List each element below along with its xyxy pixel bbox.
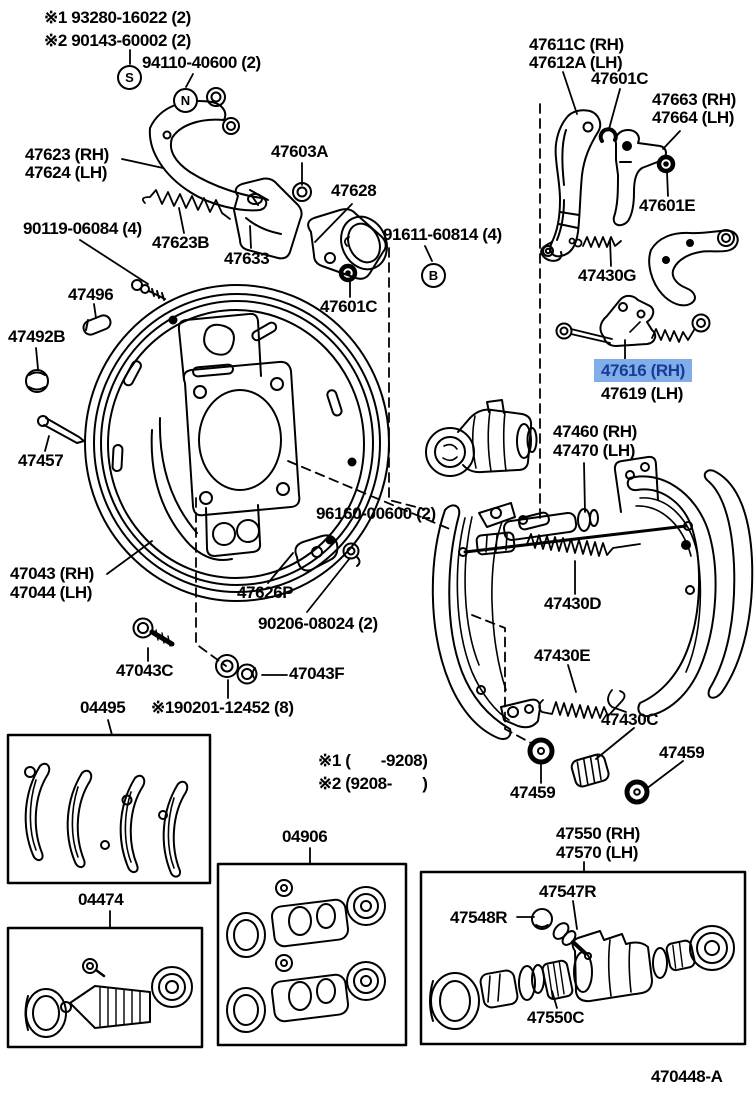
cap-47548R-drawing xyxy=(532,909,552,929)
part-47430C: 47430C xyxy=(601,710,659,729)
bolt-47601E-drawing xyxy=(659,157,673,171)
part-47550C: 47550C xyxy=(527,1008,585,1027)
part-94110-40600: 94110-40600 (2) xyxy=(142,53,261,72)
bolt-47043C-drawing xyxy=(134,619,173,647)
brake-lining-right-drawing xyxy=(705,470,753,697)
bracket-47626P-drawing xyxy=(295,535,359,570)
kit-04474-contents-drawing xyxy=(26,959,193,1037)
latch-47633-drawing xyxy=(234,179,302,259)
part-47601E: 47601E xyxy=(639,196,696,215)
part-47624: 47624 (LH) xyxy=(25,163,107,182)
lever-47611C-drawing xyxy=(541,110,600,261)
spring-47430D-drawing xyxy=(527,534,640,556)
note-bottom-2: ※2 (9208- ) xyxy=(318,774,428,793)
part-47043F: 47043F xyxy=(289,664,345,683)
figure-code: 470448-A xyxy=(651,1067,723,1086)
note-bottom-1: ※1 ( -9208) xyxy=(318,751,428,770)
part-47611C: 47611C (RH) xyxy=(529,35,624,54)
part-47459-right: 47459 xyxy=(659,743,705,762)
part-47457: 47457 xyxy=(18,451,64,470)
note-190201: ※190201-12452 (8) xyxy=(151,698,294,717)
part-47623B: 47623B xyxy=(152,233,210,252)
part-47430G: 47430G xyxy=(578,266,637,285)
backing-plate-drawing xyxy=(85,285,389,601)
part-96160-00600: 96160-00600 (2) xyxy=(316,504,436,523)
part-47603A: 47603A xyxy=(271,142,329,161)
brake-shoe-right-drawing xyxy=(608,457,716,716)
spring-47623B-drawing xyxy=(143,190,230,219)
part-47430D: 47430D xyxy=(544,594,602,613)
part-47470: 47470 (LH) xyxy=(553,441,635,460)
symbol-N: N xyxy=(173,88,198,113)
part-47601C-mid: 47601C xyxy=(320,297,378,316)
part-47430E: 47430E xyxy=(534,646,591,665)
part-04474: 04474 xyxy=(78,890,124,909)
kit-04906-contents-drawing xyxy=(227,880,385,1032)
washer-190201-drawing xyxy=(216,655,238,677)
part-47044: 47044 (LH) xyxy=(10,583,92,602)
bleeder-47547R-drawing xyxy=(551,920,591,959)
note-top-2: ※2 90143-60002 (2) xyxy=(44,31,191,50)
part-47619: 47619 (LH) xyxy=(601,384,683,403)
part-47623: 47623 (RH) xyxy=(25,145,109,164)
adjuster-47460-drawing xyxy=(459,509,692,556)
note-top-1: ※1 93280-16022 (2) xyxy=(44,8,191,27)
part-47628: 47628 xyxy=(331,181,377,200)
part-47616: 47616 (RH) xyxy=(594,359,692,382)
spring-47430C-drawing xyxy=(570,753,610,788)
symbol-B: B xyxy=(421,263,446,288)
part-47459-left: 47459 xyxy=(510,783,556,802)
part-47664: 47664 (LH) xyxy=(652,108,734,127)
nut-47459-left-drawing xyxy=(530,740,552,762)
lever-47663-drawing xyxy=(614,130,666,225)
nut-47043F-drawing xyxy=(238,665,257,684)
kit-04495-shoes-drawing xyxy=(25,764,187,877)
part-47460: 47460 (RH) xyxy=(553,422,637,441)
nut-47601C-mid-drawing xyxy=(341,266,355,280)
part-47548R: 47548R xyxy=(450,908,508,927)
part-47043C: 47043C xyxy=(116,661,174,680)
ring-47603A-drawing xyxy=(293,183,311,201)
part-04906: 04906 xyxy=(282,827,328,846)
clip-47601C-top-drawing xyxy=(601,129,616,141)
kit-box-04495 xyxy=(8,735,210,883)
part-47547R: 47547R xyxy=(539,882,597,901)
part-47601C-top: 47601C xyxy=(591,69,649,88)
part-04495: 04495 xyxy=(80,698,126,717)
strut-47616-drawing xyxy=(557,296,710,346)
part-47496: 47496 xyxy=(68,285,114,304)
kit-47550-contents-drawing xyxy=(430,909,734,1029)
plug-47496-drawing xyxy=(81,313,112,336)
bolt-91611-target-drawing xyxy=(345,237,349,246)
part-90206-08024: 90206-08024 (2) xyxy=(258,614,378,633)
dashed-reference-lines xyxy=(196,104,540,743)
nut-47459-right-drawing xyxy=(627,782,647,802)
pin-47457-drawing xyxy=(38,416,84,443)
lever-47663-lower-drawing xyxy=(649,230,738,305)
lever-47623-drawing xyxy=(150,88,266,210)
part-47612A: 47612A (LH) xyxy=(529,53,623,72)
kit-box-47550 xyxy=(421,872,745,1044)
kit-box-04906 xyxy=(218,864,406,1045)
symbol-S: S xyxy=(117,65,142,90)
part-90119-06084: 90119-06084 (4) xyxy=(23,219,142,238)
spring-47430E-drawing xyxy=(539,691,624,718)
part-91611-60814: 91611-60814 (4) xyxy=(383,225,502,244)
part-47633: 47633 xyxy=(224,249,270,268)
part-47043: 47043 (RH) xyxy=(10,564,94,583)
grommet-47492B-drawing xyxy=(26,370,48,392)
wheel-cylinder-drawing xyxy=(426,400,537,476)
part-47663: 47663 (RH) xyxy=(652,90,736,109)
part-47492B: 47492B xyxy=(8,327,66,346)
part-47570: 47570 (LH) xyxy=(556,843,638,862)
screw-90119-drawing xyxy=(132,280,165,300)
cam-47628-drawing xyxy=(308,209,395,279)
spring-47430G-drawing xyxy=(570,237,622,247)
part-47626P: 47626P xyxy=(237,583,294,602)
kit-box-04474 xyxy=(8,928,202,1047)
part-47550: 47550 (RH) xyxy=(556,824,640,843)
